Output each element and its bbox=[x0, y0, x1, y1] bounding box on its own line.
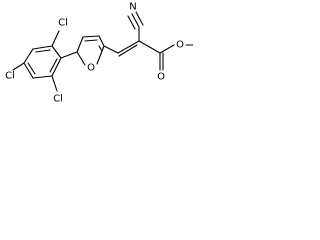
atom-cl-ortho-top: Cl bbox=[58, 18, 68, 29]
atom-ester-o-carbonyl: O bbox=[157, 72, 165, 83]
bond-phenyl-c5-c6 bbox=[32, 75, 53, 79]
bond-phenyl-c2-c3 bbox=[32, 45, 53, 50]
bond-phenyl-inner-1 bbox=[35, 49, 51, 53]
bond-cl-ortho-top bbox=[51, 30, 60, 47]
atom-labels: N O O O Cl Cl Cl bbox=[5, 2, 184, 105]
bond-furan-to-phenyl bbox=[60, 51, 78, 59]
bond-furan-o-c5 bbox=[76, 51, 86, 66]
bond-phenyl-c3-c4 bbox=[23, 48, 34, 64]
atom-ester-o-ether: O bbox=[176, 40, 184, 51]
bond-furan-c5-c4 bbox=[76, 36, 84, 53]
atom-nitrile-n: N bbox=[129, 2, 136, 13]
structural-formula-diagram: N O O O Cl Cl Cl bbox=[5, 2, 193, 105]
bond-phenyl-c6-c1 bbox=[51, 57, 62, 77]
bond-furan-c2-o bbox=[96, 45, 105, 65]
bond-alpha-to-ester bbox=[138, 40, 161, 54]
bond-cl-ortho-bottom bbox=[51, 75, 58, 92]
atom-cl-ortho-bottom: Cl bbox=[53, 94, 63, 105]
bond-furan-c2-c3-inner bbox=[98, 45, 103, 52]
bond-lines bbox=[12, 11, 193, 92]
bond-vinyl-to-furan bbox=[103, 45, 119, 54]
bond-vinyl-2 bbox=[118, 44, 138, 57]
bond-phenyl-inner-2 bbox=[27, 62, 36, 75]
bond-nitrile-triple-1 bbox=[131, 13, 140, 28]
atom-cl-para: Cl bbox=[5, 71, 15, 82]
bond-furan-c4-c3-inner bbox=[84, 39, 98, 42]
bond-furan-c3-c2 bbox=[98, 35, 105, 47]
bond-phenyl-c1-c2 bbox=[51, 45, 62, 59]
bond-ester-ether bbox=[159, 44, 175, 54]
bond-furan-c4-c3 bbox=[82, 35, 100, 38]
bond-phenyl-inner-3 bbox=[49, 58, 58, 73]
bond-cl-para bbox=[12, 62, 25, 71]
bond-vinyl-1 bbox=[117, 40, 140, 54]
atom-furan-o: O bbox=[87, 63, 95, 74]
bond-nitrile-triple-2 bbox=[127, 15, 136, 30]
bond-phenyl-c4-c5 bbox=[23, 62, 34, 79]
bond-nitrile-triple-3 bbox=[135, 11, 144, 26]
